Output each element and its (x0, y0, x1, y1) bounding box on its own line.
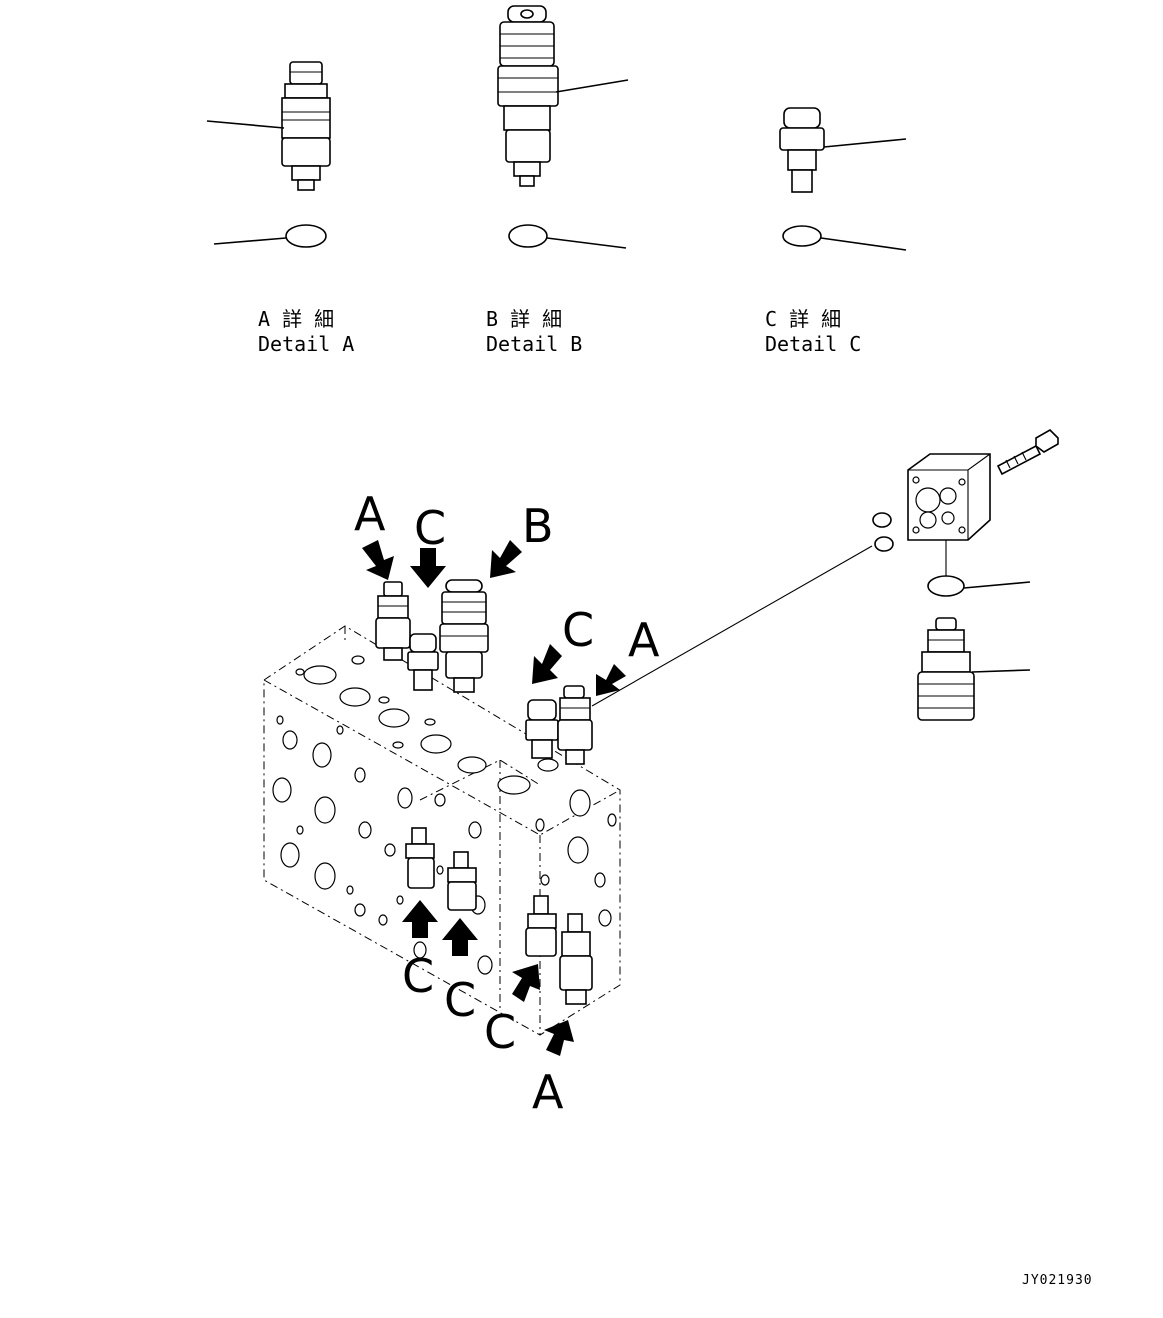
block-valve-a-front (559, 913, 593, 1005)
callout-c-top: C (414, 501, 446, 555)
block-valve-a-right (557, 685, 593, 765)
detail-b-label: Detail B (486, 332, 582, 356)
block-valve-b-top (439, 579, 489, 693)
block-valve-c-front-1 (405, 827, 435, 889)
detail-c-jp-label: C 詳 細 (765, 307, 841, 331)
arrow-b-top (490, 540, 522, 578)
detail-c-label: Detail C (765, 332, 861, 356)
detail-a-jp-label: A 詳 細 (258, 307, 334, 331)
callout-a-top: A (354, 487, 386, 541)
drawing-code: JY021930 (1022, 1273, 1093, 1288)
detail-b-jp-label: B 詳 細 (486, 307, 562, 331)
small-orings (872, 512, 894, 552)
arrow-c-front-1 (402, 900, 438, 938)
block-valve-a-top (375, 581, 411, 661)
detail-b-valve (497, 5, 629, 187)
block-valve-c-front-3 (525, 895, 557, 957)
arrow-a-top (362, 540, 394, 580)
detail-a-oring (213, 224, 327, 248)
block-valve-c-top (407, 633, 439, 691)
callout-c-front-2: C (444, 973, 476, 1027)
exploded-oring (927, 575, 1031, 597)
arrow-c-front-3 (512, 964, 540, 1002)
callout-a-front: A (532, 1065, 564, 1119)
detail-c-oring (782, 225, 907, 251)
detail-a-label: Detail A (258, 332, 354, 356)
detail-c-valve (779, 107, 907, 193)
arrow-c-front-2 (442, 918, 478, 956)
callout-b-top: B (522, 499, 554, 553)
bolt (996, 429, 1059, 476)
cover-plate (907, 453, 991, 580)
leader-line-exploded (591, 545, 873, 707)
detail-a-valve (206, 61, 331, 191)
arrow-c-right (532, 644, 562, 684)
callout-c-right: C (562, 603, 594, 657)
callout-c-front-3: C (484, 1005, 516, 1059)
callout-a-right: A (628, 613, 660, 667)
exploded-valve (917, 617, 1031, 721)
block-valve-c-front-2 (447, 851, 477, 911)
block-valve-c-right (525, 699, 559, 759)
detail-b-oring (508, 224, 627, 249)
arrow-a-right (596, 664, 626, 696)
arrow-c-top (410, 548, 446, 588)
callout-c-front-1: C (402, 949, 434, 1003)
arrow-a-front (544, 1020, 574, 1056)
control-valve-block (263, 625, 621, 1036)
